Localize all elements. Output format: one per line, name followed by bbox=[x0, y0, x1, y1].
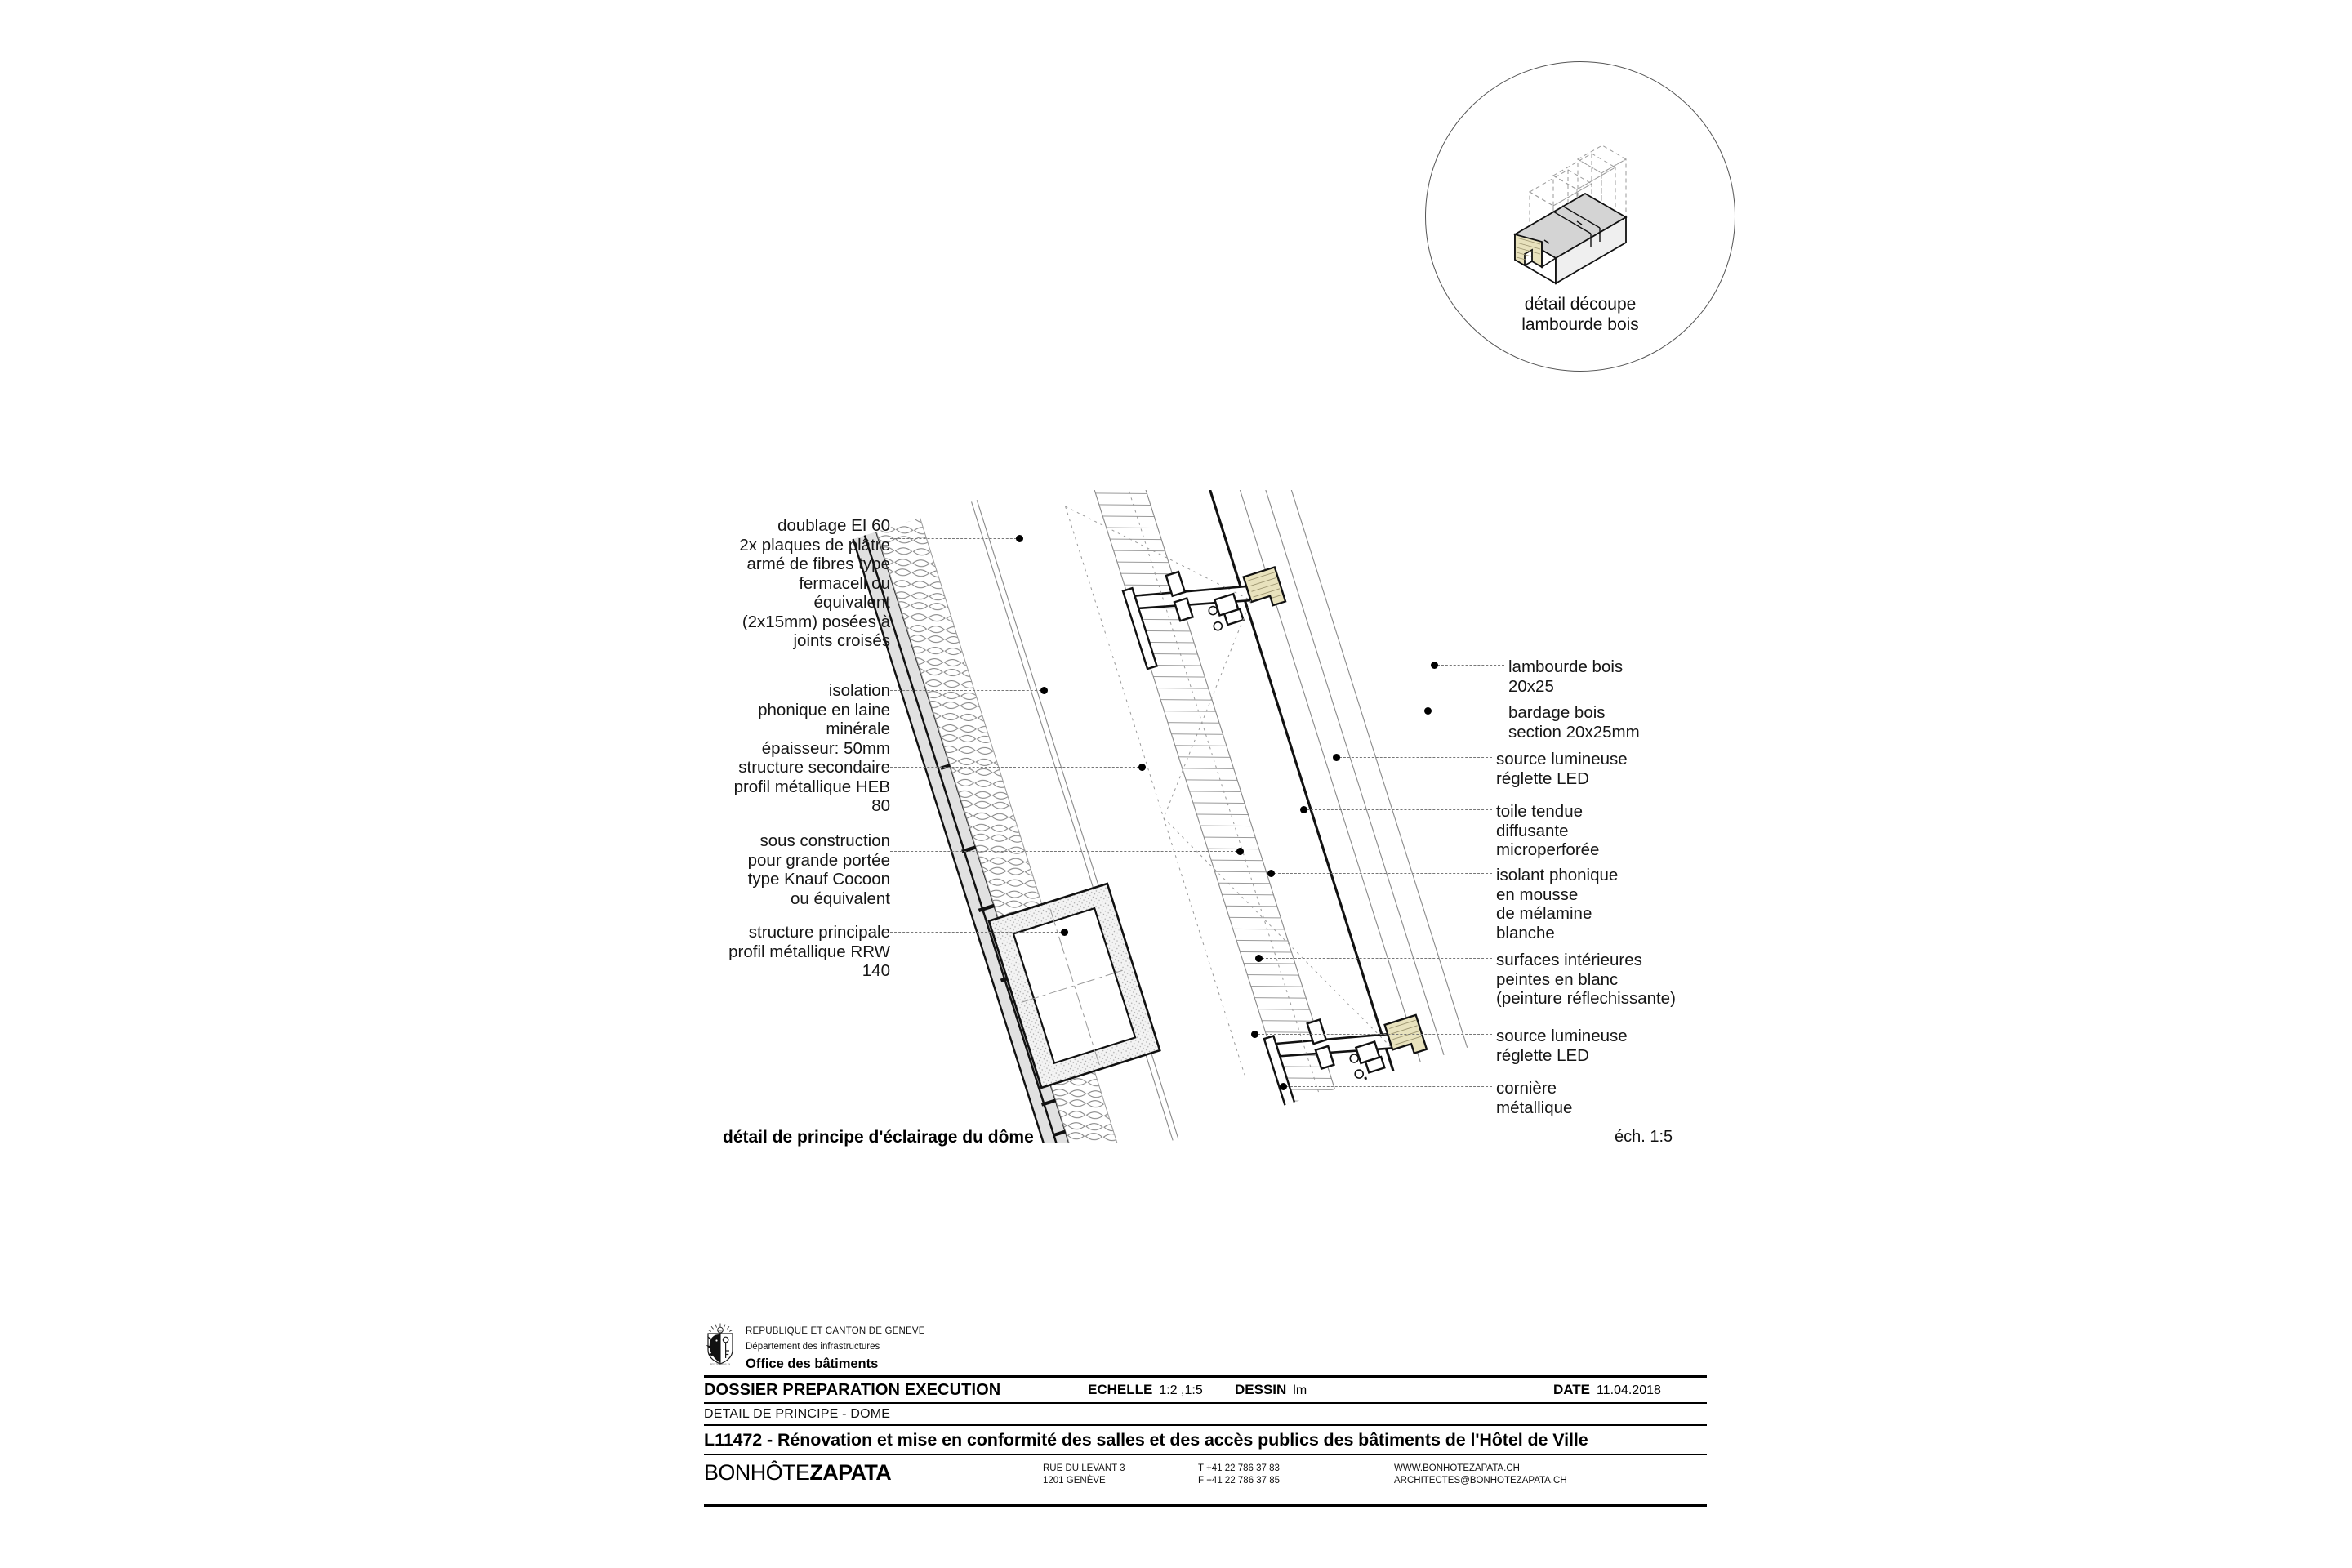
label-corniere-metallique: cornière métallique bbox=[1496, 1079, 1573, 1117]
leader-dot-toile-tendue bbox=[1300, 806, 1307, 813]
svg-text:POST TENEBRAS LUX: POST TENEBRAS LUX bbox=[710, 1364, 731, 1365]
contact-web: WWW.BONHOTEZAPATA.CH ARCHITECTES@BONHOTE… bbox=[1394, 1463, 1567, 1486]
leader-dot-corniere-metallique bbox=[1280, 1083, 1287, 1090]
label-structure-principale: structure principale profil métallique R… bbox=[728, 923, 890, 980]
leader-isolant-phonique bbox=[1274, 873, 1492, 874]
title-row-subtitle: DETAIL DE PRINCIPE - DOME bbox=[704, 1404, 1707, 1424]
geneva-coat-of-arms-icon: IHS POST TENEBRAS LUX bbox=[706, 1323, 733, 1365]
label-structure-secondaire: structure secondaire profil métallique H… bbox=[733, 758, 890, 815]
logo-zapata: ZAPATA bbox=[809, 1460, 892, 1485]
drawing-caption: détail de principe d'éclairage du dôme bbox=[723, 1128, 1034, 1147]
dessin-value: lm bbox=[1293, 1383, 1307, 1397]
drawing-subtitle: DETAIL DE PRINCIPE - DOME bbox=[704, 1406, 891, 1421]
title-row-project: L11472 - Rénovation et mise en conformit… bbox=[704, 1426, 1707, 1454]
title-rule-1 bbox=[704, 1375, 1707, 1378]
title-block: IHS POST TENEBRAS LUX bbox=[704, 1323, 1707, 1507]
authority-line-office: Office des bâtiments bbox=[746, 1356, 879, 1371]
title-rule-5 bbox=[704, 1504, 1707, 1507]
authority-text-group: REPUBLIQUE ET CANTON DE GENEVE Départeme… bbox=[746, 1323, 925, 1372]
lambourde-axonometric-drawing bbox=[1513, 145, 1628, 285]
leader-dot-sous-construction bbox=[1236, 848, 1244, 855]
title-rule-2 bbox=[704, 1402, 1707, 1404]
echelle-key: ECHELLE bbox=[1088, 1382, 1153, 1397]
date-field: DATE 11.04.2018 bbox=[1553, 1382, 1661, 1398]
leader-corniere-metallique bbox=[1286, 1086, 1492, 1087]
dessin-key: DESSIN bbox=[1235, 1382, 1287, 1397]
label-source-lumineuse-bas: source lumineuse réglette LED bbox=[1496, 1027, 1628, 1065]
inset-caption-line1: détail découpe bbox=[1524, 295, 1637, 314]
leader-lambourde-bois bbox=[1437, 665, 1504, 666]
leader-structure-secondaire bbox=[890, 767, 1143, 768]
label-toile-tendue: toile tendue diffusante microperforée bbox=[1496, 802, 1600, 859]
dessin-field: DESSIN lm bbox=[1235, 1382, 1307, 1398]
logo-bonhote: BONHÔTE bbox=[704, 1460, 810, 1485]
label-surfaces-interieures: surfaces intérieures peintes en blanc (p… bbox=[1496, 951, 1676, 1008]
leader-source-lumineuse-haut bbox=[1339, 757, 1492, 758]
leader-structure-principale bbox=[890, 932, 1066, 933]
authority-line-republic: REPUBLIQUE ET CANTON DE GENEVE bbox=[746, 1326, 925, 1336]
leader-dot-isolation bbox=[1040, 687, 1048, 694]
leader-sous-construction bbox=[890, 851, 1241, 852]
date-key: DATE bbox=[1553, 1382, 1591, 1397]
label-isolant-phonique: isolant phonique en mousse de mélamine b… bbox=[1496, 866, 1619, 942]
drawing-scale-note: éch. 1:5 bbox=[1615, 1128, 1673, 1146]
label-source-lumineuse-haut: source lumineuse réglette LED bbox=[1496, 750, 1628, 788]
leader-surfaces-interieures bbox=[1262, 958, 1492, 959]
architect-logo: BONHÔTEZAPATA bbox=[704, 1460, 892, 1485]
leader-dot-lambourde-bois bbox=[1431, 662, 1438, 669]
dome-lighting-section-drawing bbox=[809, 490, 1510, 1143]
leader-toile-tendue bbox=[1307, 809, 1492, 810]
dossier-label: DOSSIER PREPARATION EXECUTION bbox=[704, 1380, 1001, 1399]
echelle-field: ECHELLE 1:2 ,1:5 bbox=[1088, 1382, 1203, 1398]
contact-address: RUE DU LEVANT 3 1201 GENÈVE bbox=[1043, 1463, 1125, 1486]
label-sous-construction: sous construction pour grande portée typ… bbox=[747, 831, 890, 908]
inset-caption-line2: lambourde bois bbox=[1521, 315, 1639, 334]
title-block-authority: IHS POST TENEBRAS LUX bbox=[704, 1323, 1707, 1375]
leader-dot-isolant-phonique bbox=[1267, 870, 1275, 877]
title-row-office: BONHÔTEZAPATA RUE DU LEVANT 3 1201 GENÈV… bbox=[704, 1455, 1707, 1504]
authority-line-department: Département des infrastructures bbox=[746, 1342, 880, 1352]
svg-text:IHS: IHS bbox=[718, 1329, 723, 1332]
leader-source-lumineuse-bas bbox=[1258, 1034, 1492, 1035]
leader-dot-source-lumineuse-bas bbox=[1251, 1031, 1258, 1038]
leader-dot-structure-secondaire bbox=[1138, 764, 1146, 771]
inset-circle-outline bbox=[1425, 61, 1735, 372]
project-title: L11472 - Rénovation et mise en conformit… bbox=[704, 1429, 1588, 1450]
date-value: 11.04.2018 bbox=[1597, 1383, 1661, 1397]
leader-isolation bbox=[890, 690, 1045, 691]
label-lambourde-bois: lambourde bois 20x25 bbox=[1508, 657, 1624, 696]
leader-dot-doublage bbox=[1016, 535, 1023, 542]
label-bardage-bois: bardage bois section 20x25mm bbox=[1508, 703, 1640, 742]
echelle-value: 1:2 ,1:5 bbox=[1159, 1383, 1203, 1397]
title-row-dossier: DOSSIER PREPARATION EXECUTION ECHELLE 1:… bbox=[704, 1378, 1707, 1402]
title-rule-4 bbox=[704, 1454, 1707, 1455]
leader-dot-source-lumineuse-haut bbox=[1333, 754, 1340, 761]
leader-dot-structure-principale bbox=[1061, 929, 1068, 936]
label-isolation: isolation phonique en laine minérale épa… bbox=[758, 681, 890, 758]
title-rule-3 bbox=[704, 1424, 1707, 1426]
contact-phone: T +41 22 786 37 83 F +41 22 786 37 85 bbox=[1198, 1463, 1281, 1486]
label-doublage: doublage EI 60 2x plaques de plâtre armé… bbox=[739, 516, 890, 650]
leader-dot-surfaces-interieures bbox=[1255, 955, 1263, 962]
leader-dot-bardage-bois bbox=[1424, 707, 1432, 715]
leader-doublage bbox=[890, 538, 1021, 539]
leader-bardage-bois bbox=[1431, 710, 1504, 711]
